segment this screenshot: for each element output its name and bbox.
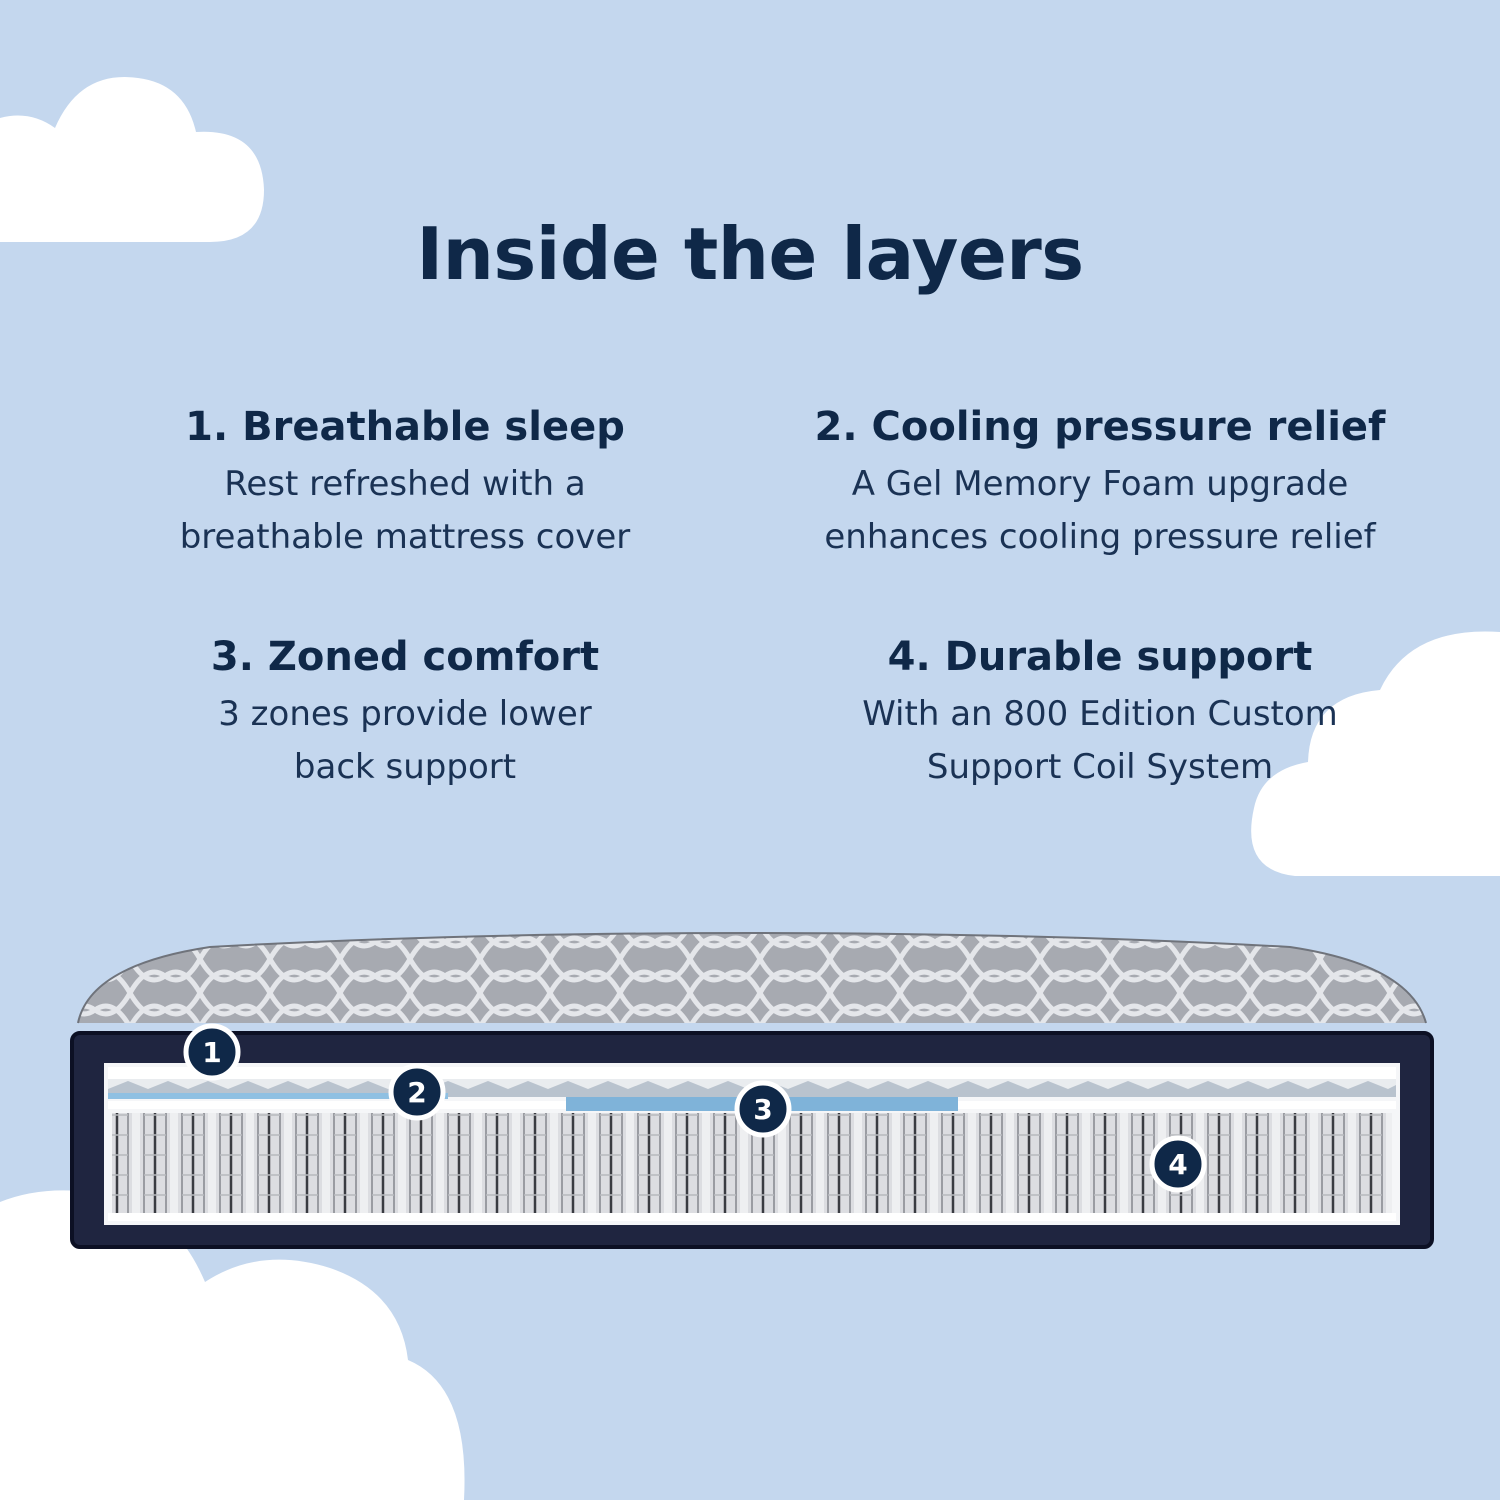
feature-number: 3. (210, 634, 254, 680)
feature-title: 1. Breathable sleep (110, 404, 700, 450)
feature-description: A Gel Memory Foam upgrade enhances cooli… (790, 458, 1410, 563)
feature-description: With an 800 Edition Custom Support Coil … (790, 688, 1410, 793)
feature-desc-line: breathable mattress cover (179, 516, 631, 557)
layer-marker-label: 2 (407, 1076, 426, 1109)
layer-marker-label: 1 (202, 1036, 221, 1069)
layer-marker-3: 3 (734, 1080, 792, 1138)
feature-heading: Zoned comfort (267, 634, 600, 680)
feature-desc-line: With an 800 Edition Custom (862, 694, 1338, 734)
feature-title: 2. Cooling pressure relief (790, 404, 1410, 450)
feature-zoned-comfort: 3. Zoned comfort 3 zones provide lower b… (110, 634, 700, 793)
mattress-cross-section: 1 2 3 4 (70, 931, 1434, 1249)
feature-desc-line: 3 zones provide lower (218, 694, 592, 734)
layer-marker-label: 4 (1168, 1148, 1187, 1181)
layer-marker-2: 2 (388, 1063, 446, 1121)
feature-desc-line: enhances cooling pressure relief (824, 516, 1376, 557)
feature-breathable-sleep: 1. Breathable sleep Rest refreshed with … (110, 404, 700, 563)
feature-heading: Breathable sleep (242, 404, 625, 450)
page-title: Inside the layers (416, 212, 1084, 296)
layer-marker-4: 4 (1149, 1135, 1207, 1193)
feature-title: 4. Durable support (790, 634, 1410, 680)
feature-desc-line: back support (293, 746, 517, 787)
feature-description: Rest refreshed with a breathable mattres… (110, 458, 700, 563)
feature-desc-line: Rest refreshed with a (224, 464, 586, 504)
feature-heading: Cooling pressure relief (871, 404, 1386, 450)
feature-number: 2. (814, 404, 858, 450)
layer-marker-1: 1 (183, 1023, 241, 1081)
feature-number: 4. (887, 634, 931, 680)
feature-description: 3 zones provide lower back support (110, 688, 700, 793)
layer-marker-label: 3 (753, 1093, 772, 1126)
feature-number: 1. (185, 404, 229, 450)
feature-cooling-pressure-relief: 2. Cooling pressure relief A Gel Memory … (790, 404, 1410, 563)
mattress-quilted-top (78, 933, 1426, 1023)
feature-durable-support: 4. Durable support With an 800 Edition C… (790, 634, 1410, 793)
feature-heading: Durable support (944, 634, 1313, 680)
feature-desc-line: A Gel Memory Foam upgrade (851, 464, 1349, 504)
feature-desc-line: Support Coil System (926, 746, 1274, 787)
feature-title: 3. Zoned comfort (110, 634, 700, 680)
